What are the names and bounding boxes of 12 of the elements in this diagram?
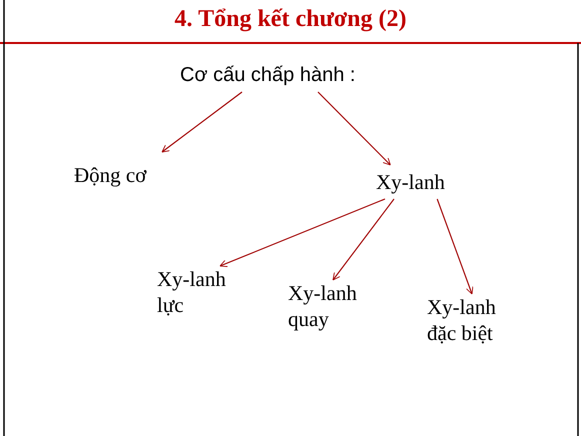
- node-label: Xy-lanh quay: [288, 280, 378, 332]
- node-label: Xy-lanh lực: [157, 266, 247, 318]
- slide-title: 4. Tổng kết chương (2): [174, 6, 408, 33]
- node-label: Cơ cấu chấp hành :: [180, 62, 380, 88]
- arrow: [318, 92, 391, 166]
- node-label: Xy-lanh đặc biệt: [427, 294, 517, 346]
- arrow: [332, 198, 394, 280]
- node-label: Động cơ: [74, 162, 174, 188]
- arrow: [220, 198, 386, 268]
- arrow: [162, 92, 242, 152]
- arrow: [436, 198, 474, 294]
- node-label: Xy-lanh: [376, 169, 466, 195]
